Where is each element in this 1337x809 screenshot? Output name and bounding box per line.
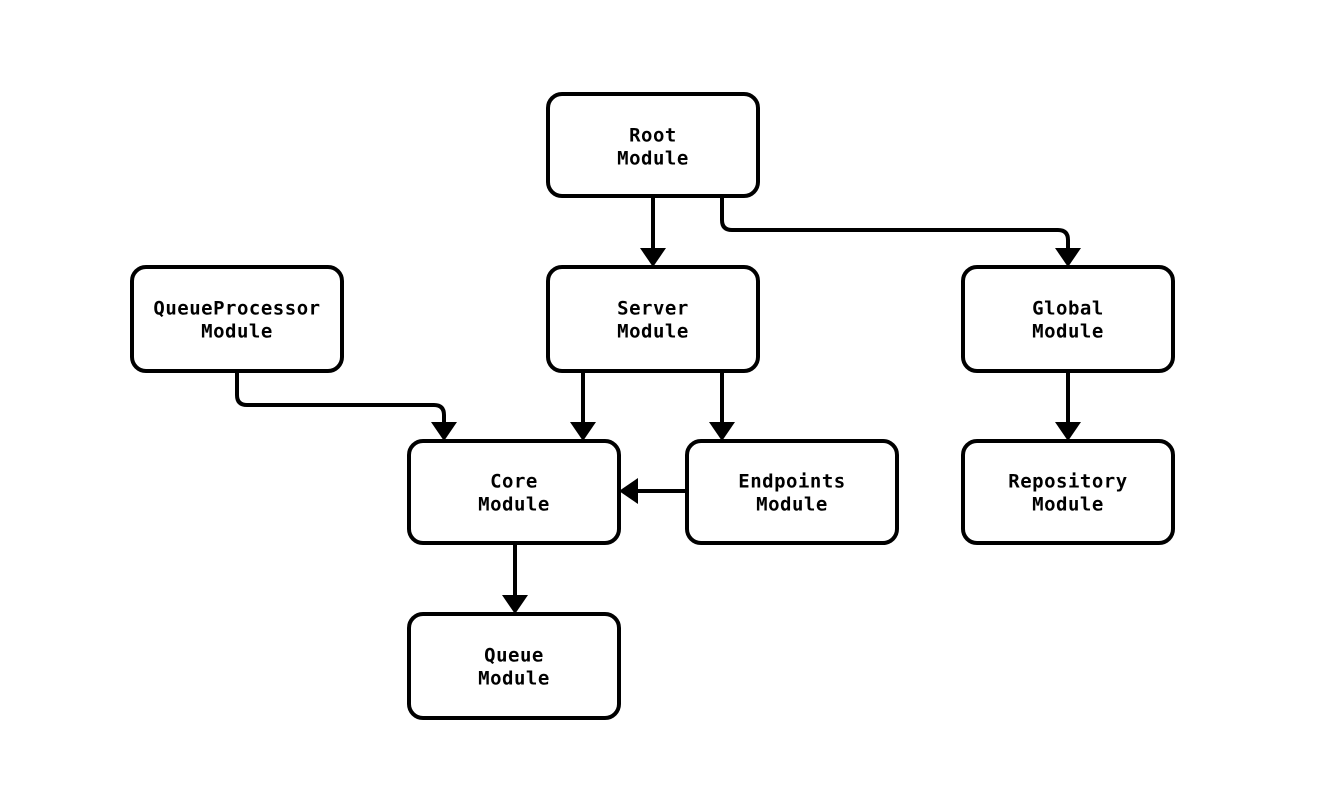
arrowhead-down bbox=[502, 595, 528, 614]
edge-server-endpoints bbox=[709, 371, 735, 441]
node-box[interactable] bbox=[407, 612, 621, 720]
node-box[interactable] bbox=[546, 92, 760, 198]
node-global-module[interactable]: Global Module bbox=[961, 265, 1175, 373]
node-label-line1: Root bbox=[629, 125, 677, 147]
edge-endpoints-core bbox=[619, 478, 687, 504]
node-label-line1: QueueProcessor bbox=[153, 298, 320, 320]
node-box[interactable] bbox=[546, 265, 760, 373]
node-label-line2: Module bbox=[201, 321, 273, 343]
arrowhead-left bbox=[619, 478, 638, 504]
arrowhead-down bbox=[709, 422, 735, 441]
edge-line bbox=[720, 196, 1070, 248]
node-label-line2: Module bbox=[1032, 494, 1104, 516]
edge-layer bbox=[235, 196, 1081, 614]
node-label-line2: Module bbox=[478, 668, 550, 690]
arrowhead-down bbox=[1055, 248, 1081, 267]
node-core-module[interactable]: Core Module bbox=[407, 439, 621, 545]
node-box[interactable] bbox=[961, 439, 1175, 545]
arrowhead-down bbox=[570, 422, 596, 441]
edge-global-repository bbox=[1055, 371, 1081, 441]
node-layer: Root Module QueueProcessor Module Server… bbox=[130, 92, 1175, 720]
node-box[interactable] bbox=[685, 439, 899, 545]
edge-server-core bbox=[570, 371, 596, 441]
node-queueprocessor-module[interactable]: QueueProcessor Module bbox=[130, 265, 344, 373]
node-root-module[interactable]: Root Module bbox=[546, 92, 760, 198]
edge-line bbox=[235, 371, 446, 422]
node-label-line2: Module bbox=[1032, 321, 1104, 343]
node-endpoints-module[interactable]: Endpoints Module bbox=[685, 439, 899, 545]
node-label-line2: Module bbox=[756, 494, 828, 516]
edge-root-server bbox=[640, 196, 666, 267]
node-server-module[interactable]: Server Module bbox=[546, 265, 760, 373]
node-repository-module[interactable]: Repository Module bbox=[961, 439, 1175, 545]
node-label-line1: Repository bbox=[1008, 471, 1127, 493]
edge-core-queue bbox=[502, 543, 528, 614]
node-label-line2: Module bbox=[478, 494, 550, 516]
arrowhead-down bbox=[640, 248, 666, 267]
node-label-line2: Module bbox=[617, 321, 689, 343]
node-label-line2: Module bbox=[617, 148, 689, 170]
edge-root-global bbox=[720, 196, 1081, 267]
node-label-line1: Queue bbox=[484, 645, 544, 667]
node-box[interactable] bbox=[961, 265, 1175, 373]
arrowhead-down bbox=[1055, 422, 1081, 441]
node-label-line1: Global bbox=[1032, 298, 1104, 320]
node-label-line1: Core bbox=[490, 471, 538, 493]
node-label-line1: Endpoints bbox=[738, 471, 845, 493]
node-box[interactable] bbox=[130, 265, 344, 373]
arrowhead-down bbox=[431, 422, 457, 441]
edge-queueprocessor-core bbox=[235, 371, 457, 441]
node-box[interactable] bbox=[407, 439, 621, 545]
node-queue-module[interactable]: Queue Module bbox=[407, 612, 621, 720]
node-label-line1: Server bbox=[617, 298, 689, 320]
